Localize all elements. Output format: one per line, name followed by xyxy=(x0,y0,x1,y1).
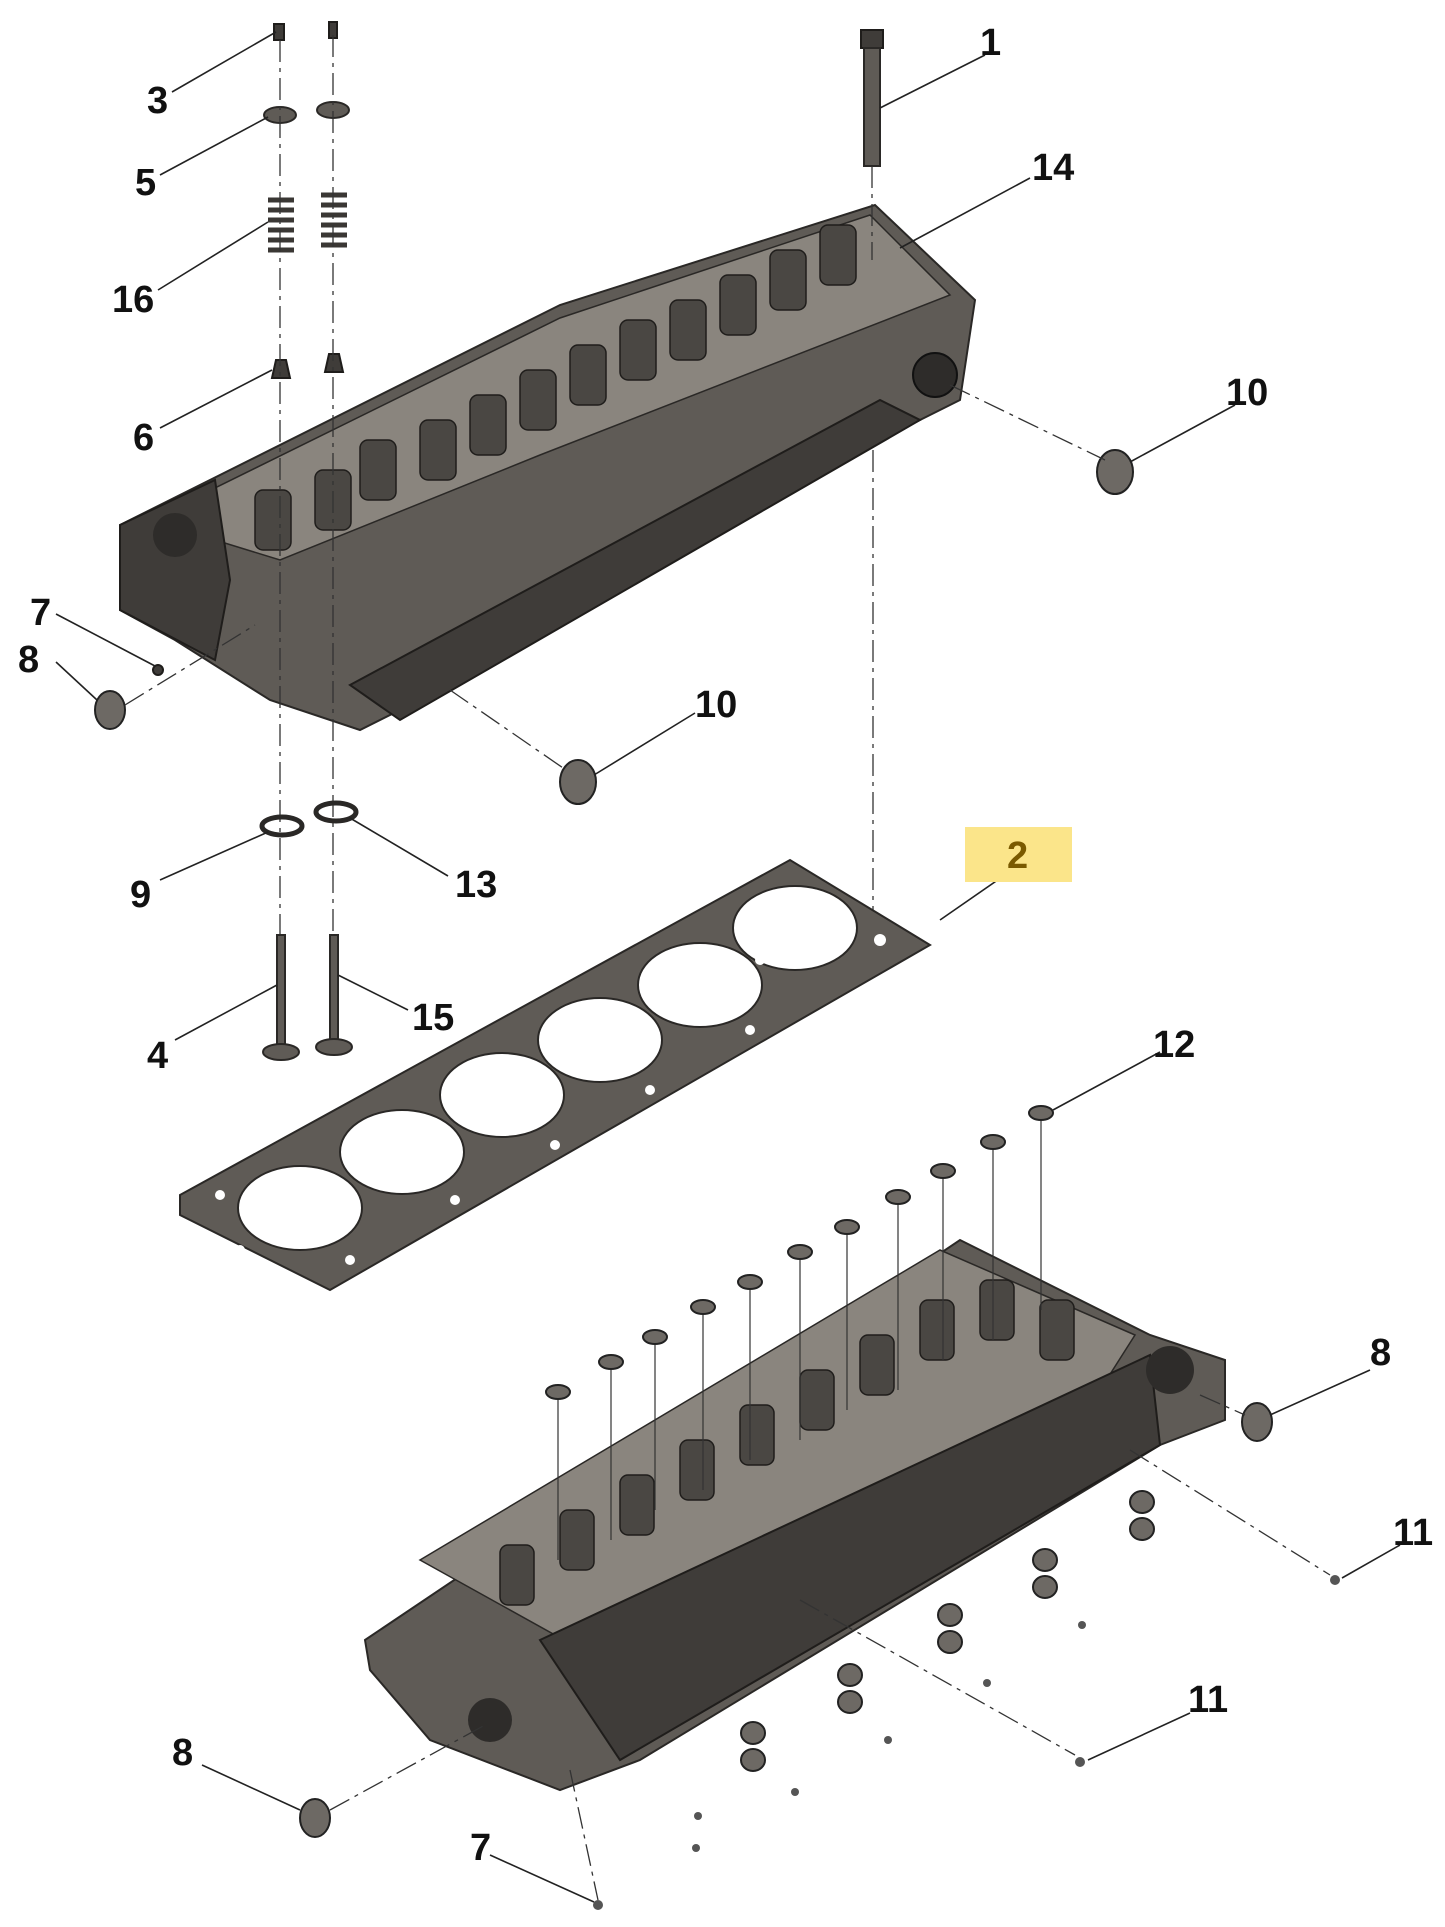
expansion-plug-10 xyxy=(559,449,1134,805)
side-plugs-lower-head xyxy=(740,1490,1155,1772)
callout-7-lower: 7 xyxy=(470,1827,491,1869)
callout-3: 3 xyxy=(147,80,168,122)
callout-11-center: 11 xyxy=(1188,1679,1228,1721)
upper-cylinder-head xyxy=(119,203,977,732)
leader-lines xyxy=(55,31,1401,1903)
callout-8-left: 8 xyxy=(172,1732,193,1774)
plug-8-lower-left xyxy=(299,1798,331,1838)
valve-keeper-3 xyxy=(273,21,338,41)
callout-15: 15 xyxy=(412,997,454,1039)
callout-12: 12 xyxy=(1153,1024,1195,1066)
callout-8-right: 8 xyxy=(1370,1332,1391,1374)
valve-cap-12-row xyxy=(545,1105,1054,1400)
callout-8-upper: 8 xyxy=(18,639,39,681)
callout-7-upper: 7 xyxy=(30,592,51,634)
callout-10-right: 10 xyxy=(1226,372,1268,414)
callout-10-left: 10 xyxy=(695,684,737,726)
callout-1: 1 xyxy=(980,22,1001,64)
bolt-1 xyxy=(860,29,884,167)
callouts: 1 14 3 5 16 6 10 7 8 10 2 9 13 4 15 12 8… xyxy=(18,22,1433,1869)
callout-4: 4 xyxy=(147,1035,168,1077)
callout-13: 13 xyxy=(455,864,497,906)
head-gasket-2 xyxy=(179,858,932,1292)
callout-2: 2 xyxy=(1007,835,1028,877)
valve-4-15 xyxy=(262,934,353,1061)
callout-2-highlight xyxy=(965,827,1072,882)
callout-16: 16 xyxy=(112,279,154,321)
lower-cylinder-head xyxy=(363,1238,1226,1792)
dowel-pin-7-upper xyxy=(152,664,164,676)
callout-6: 6 xyxy=(133,417,154,459)
o-ring-9-13 xyxy=(259,800,359,838)
plug-8-upper xyxy=(94,690,126,730)
valve-spring-16 xyxy=(268,192,347,253)
spring-retainer-5 xyxy=(263,101,350,124)
callout-14: 14 xyxy=(1032,147,1074,189)
valve-stem-seal-6 xyxy=(270,353,345,379)
callout-11-right: 11 xyxy=(1393,1512,1433,1554)
callout-5: 5 xyxy=(135,162,156,204)
plug-8-lower-right xyxy=(1241,1402,1273,1442)
callout-9: 9 xyxy=(130,874,151,916)
small-pins xyxy=(593,1575,1340,1910)
